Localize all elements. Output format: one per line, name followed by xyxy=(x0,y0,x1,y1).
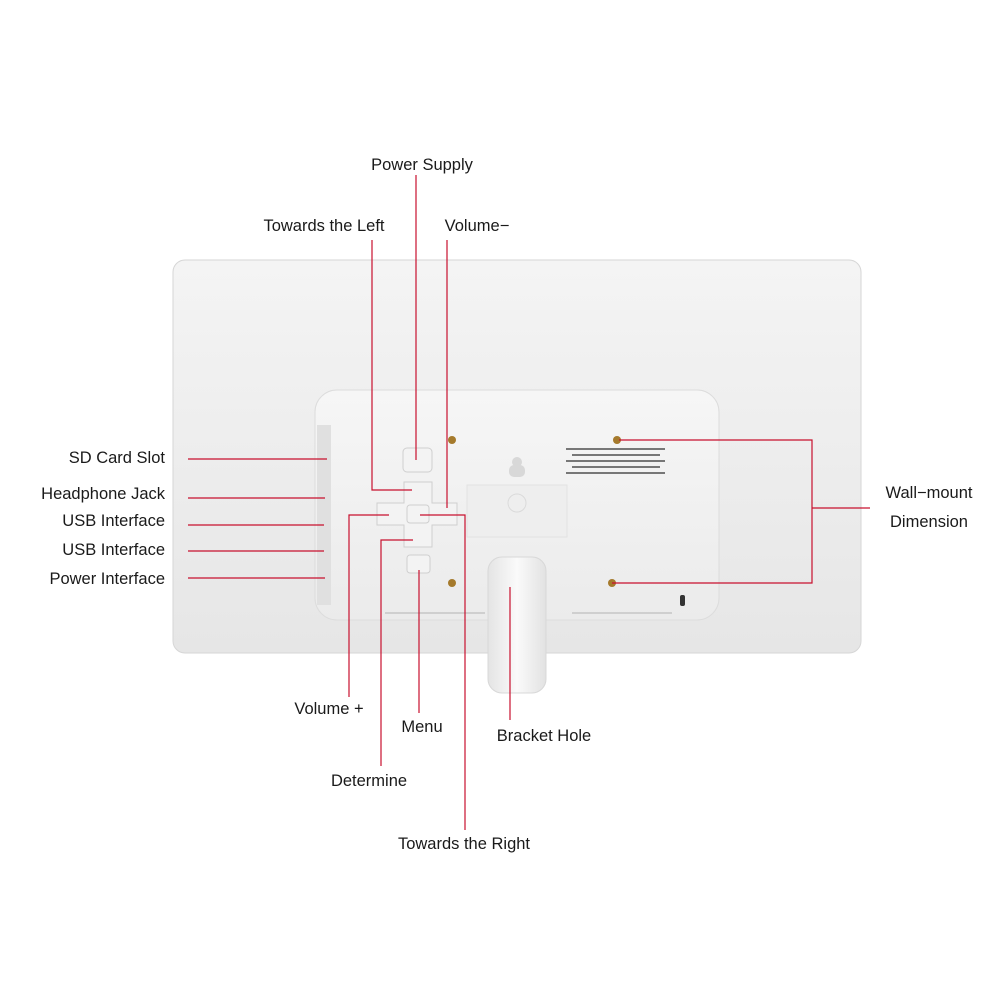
label-menu: Menu xyxy=(401,718,442,736)
wall-mount-screws xyxy=(448,436,621,587)
keyhole-icon xyxy=(509,457,525,477)
label-wall-mount: Wall−mount xyxy=(886,484,973,502)
power-button[interactable] xyxy=(402,447,433,473)
label-towards-right: Towards the Right xyxy=(398,835,530,853)
label-usb-interface-2: USB Interface xyxy=(62,541,165,559)
button-pad xyxy=(376,447,458,574)
ok-button[interactable] xyxy=(406,504,430,524)
label-bracket-hole: Bracket Hole xyxy=(497,727,591,745)
label-headphone-jack: Headphone Jack xyxy=(41,485,166,503)
label-plate xyxy=(466,484,568,538)
label-usb-interface-1: USB Interface xyxy=(62,512,165,530)
speaker-grille xyxy=(566,448,665,474)
label-volume-minus: Volume− xyxy=(445,217,510,235)
label-dimension: Dimension xyxy=(890,513,968,531)
label-power-interface: Power Interface xyxy=(49,570,165,588)
label-volume-plus: Volume + xyxy=(294,700,363,718)
vent-slots xyxy=(385,612,672,614)
label-towards-left: Towards the Left xyxy=(263,217,384,235)
label-sd-card-slot: SD Card Slot xyxy=(69,449,166,467)
callout-lines xyxy=(188,175,870,830)
lock-slot xyxy=(680,595,685,606)
side-port-strip xyxy=(317,425,331,605)
logo-mark xyxy=(507,493,527,513)
label-power-supply: Power Supply xyxy=(371,156,474,174)
label-determine: Determine xyxy=(331,772,407,790)
stand-bracket xyxy=(487,556,547,694)
